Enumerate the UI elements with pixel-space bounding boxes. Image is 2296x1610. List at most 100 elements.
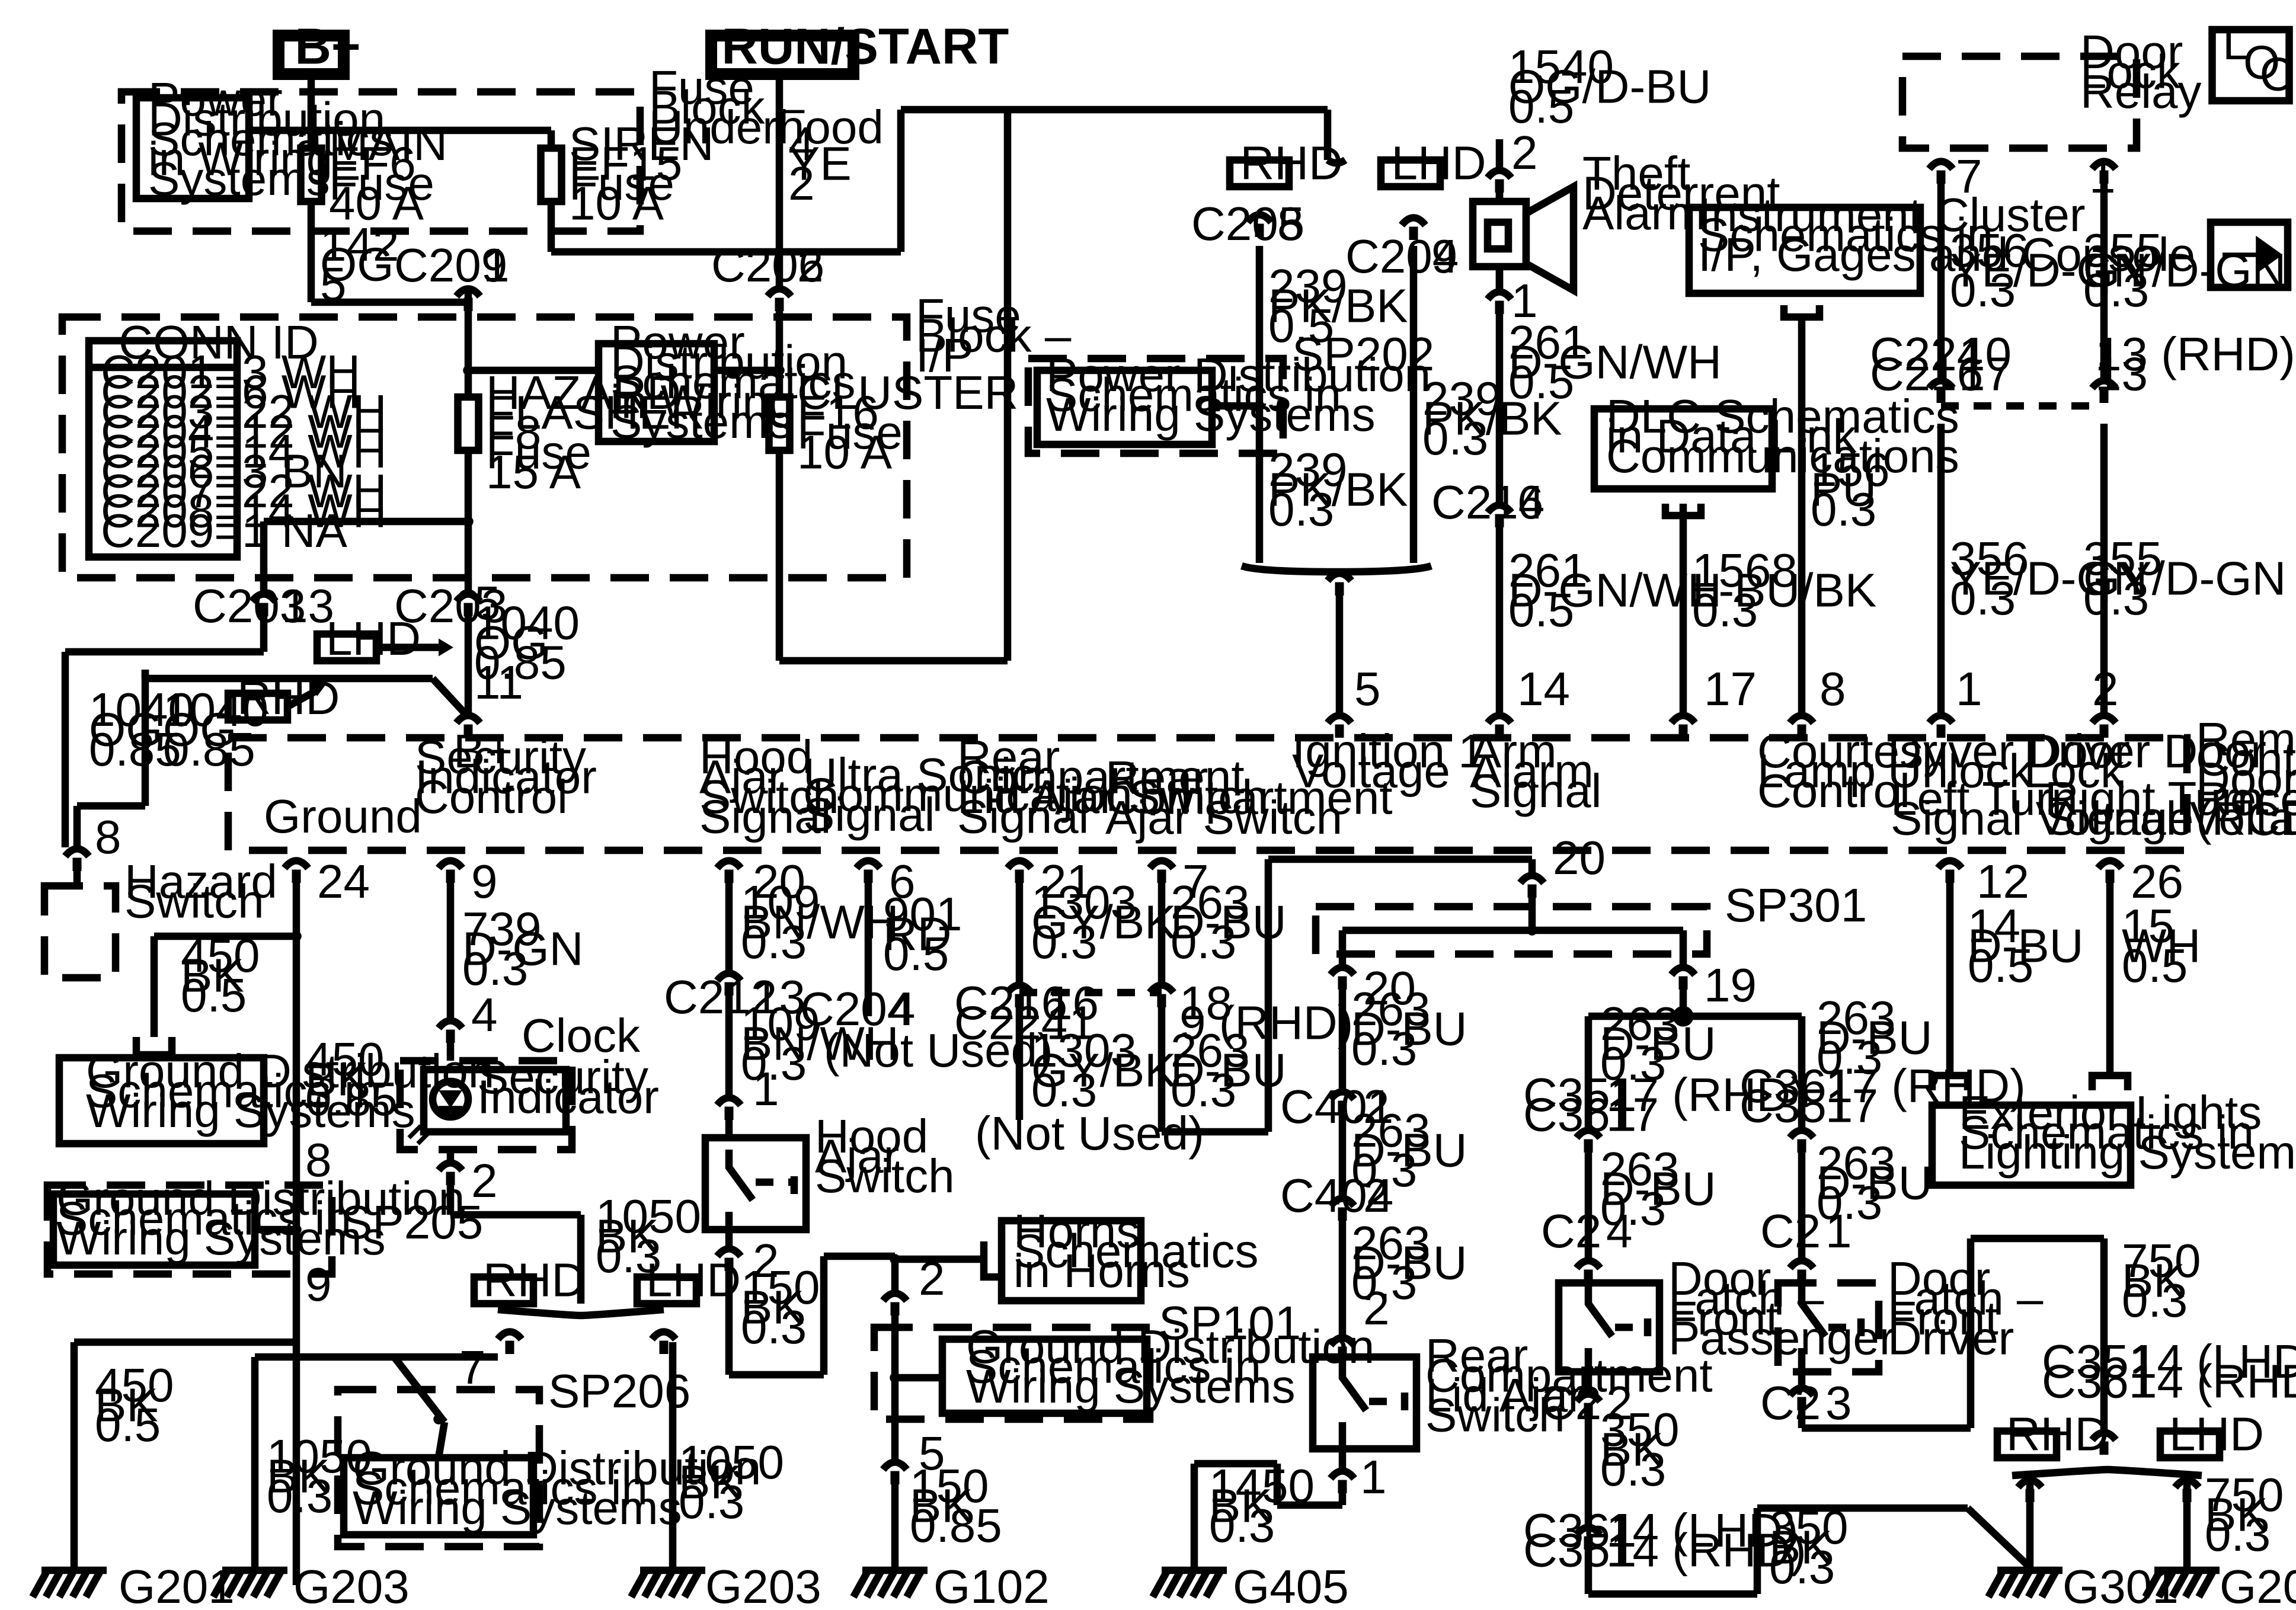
- ic-sch-box[interactable]: [1685, 203, 1924, 297]
- label-clk-4: 4: [471, 988, 498, 1041]
- connector-symbol: [880, 1458, 910, 1473]
- connector-symbol: [1328, 1195, 1357, 1209]
- connector-pin: [72, 857, 82, 871]
- connector-symbol: [2089, 158, 2119, 172]
- label-w1040b: 1040OG0.85: [163, 683, 268, 776]
- boxes: [40, 25, 2293, 1551]
- label-c224-pins2: 13 (RHD)13: [2095, 328, 2295, 401]
- label-c361-351a: C361C351: [1523, 1504, 1636, 1577]
- label-dl-fp: DoorLatch –FrontPassenger: [1668, 1252, 1895, 1365]
- label-rhd3: RHD: [483, 1254, 586, 1307]
- connector-pin: [1945, 869, 1955, 883]
- connector-symbol: [453, 285, 483, 299]
- label-p-7: 7: [1182, 855, 1209, 908]
- label-c204a-9: 9: [1431, 230, 1458, 283]
- components: [285, 125, 1865, 1449]
- label-c2b: C2: [1541, 1377, 1601, 1429]
- connector-pin: [724, 1257, 734, 1271]
- label-p-6: 6: [889, 855, 916, 908]
- horns-sch-box[interactable]: [997, 1217, 1145, 1305]
- connector-symbol: [1325, 712, 1354, 726]
- label-w1540: 1540OG/D-BU0.5: [1508, 40, 1711, 133]
- label-w109b: 109BN/WH0.3: [741, 997, 899, 1090]
- label-conn-list: C201=3 WHC202=6 WHC203=22 WHC204=12 WHC2…: [101, 345, 386, 557]
- dlc-sch-box[interactable]: [1590, 405, 1776, 493]
- label-c204b-4: 4: [889, 982, 916, 1035]
- gd4-box[interactable]: [938, 1335, 1151, 1417]
- label-w739: 739D-GN0.3: [462, 902, 583, 995]
- connector-pin: [775, 297, 784, 311]
- label-g102: G102: [933, 1560, 1050, 1610]
- label-w263i: 263D-BU0.3: [1817, 1137, 1933, 1229]
- gd2-box[interactable]: [49, 1190, 259, 1269]
- grounds: [29, 1566, 2220, 1599]
- label-dlr-1: 1: [2089, 150, 2116, 203]
- label-hazard-switch: HazardSwitch: [124, 855, 277, 928]
- ext-lights-box[interactable]: [1928, 1101, 2135, 1189]
- connector-pin: [2105, 869, 2115, 883]
- label-rl-2: 2: [1363, 1282, 1390, 1334]
- label-c2a-4: 4: [1606, 1205, 1633, 1257]
- label-c214: C214: [1431, 476, 1544, 529]
- label-ext-lights: Exterior LightsSchematics inLighting Sys…: [1959, 1086, 2296, 1179]
- label-c351b-pins: 14 (LHD)14 (RHD): [2131, 1335, 2296, 1408]
- hood-switch-contact-icon: [725, 1150, 756, 1202]
- label-pd2: PowerDistributionSchematicsin WiringSyst…: [610, 316, 855, 448]
- connector-symbol: [2089, 1429, 2119, 1443]
- pd2-box[interactable]: [594, 340, 718, 446]
- connector-pin: [1338, 1480, 1347, 1493]
- horn-icon: [1522, 180, 1578, 297]
- label-ic-sch: Instrument ClusterSchematics inI/P, Gage…: [1698, 188, 2195, 281]
- pd1-box[interactable]: [132, 94, 253, 203]
- hazard-fuse-symbol: [454, 393, 482, 454]
- label-m-2: 2: [2092, 662, 2119, 715]
- label-hazard-fuse: HAZARDFLASHERF8Fuse15 A: [486, 366, 705, 498]
- ground-icon: [1985, 1566, 2062, 1599]
- label-c2d-3: 3: [1825, 1377, 1852, 1429]
- cluster-fuse-symbol: [765, 393, 794, 454]
- loc-box[interactable]: [2208, 25, 2293, 105]
- label-w356a: 356YE/D-GN0.3: [1950, 224, 2147, 316]
- label-w1303b: 1303GY/BK0.3: [1031, 1024, 1176, 1116]
- connector-symbol: [1926, 712, 1956, 726]
- connector-symbol: [2089, 712, 2119, 726]
- connector-pin: [1495, 300, 1504, 314]
- connector-pin: [1495, 724, 1504, 738]
- connector-pin: [2182, 1489, 2192, 1502]
- label-c401-2: 2: [1363, 1080, 1390, 1133]
- connector-symbol: [62, 845, 92, 859]
- label-sp205-9: 9: [305, 1258, 332, 1311]
- siren-fuse-symbol: [537, 144, 565, 206]
- label-c205: C205: [1191, 197, 1304, 250]
- connector-symbol: [1399, 214, 1428, 228]
- door-lock-relay-box: [1898, 52, 2141, 152]
- label-sp202: SP202: [1292, 328, 1434, 380]
- label-w261a: 261D-GN/WH0.5: [1508, 316, 1722, 408]
- label-g203a: G203: [293, 1560, 410, 1610]
- label-w263g: 263D-BU0.3: [1600, 1142, 1716, 1235]
- label-w109a: 109BN/WH0.3: [741, 876, 899, 968]
- label-c206-2: 2: [797, 239, 824, 292]
- label-w1303a: 1303GY/BK0.3: [1031, 876, 1176, 968]
- gd1-box[interactable]: [55, 1054, 268, 1148]
- connector-pin: [446, 1172, 455, 1185]
- label-conn-title: CONN ID: [119, 316, 319, 369]
- lhd-box-2: [1377, 156, 1444, 191]
- door-latch-fp-box: [1555, 1279, 1664, 1376]
- rhd-box-4: [1993, 1427, 2061, 1462]
- label-fb-ip: FuseBlock –I/P: [916, 289, 1072, 382]
- connector-pin: [1338, 1346, 1347, 1360]
- connector-symbol: [1245, 211, 1274, 225]
- label-c209-1: 1: [483, 239, 510, 292]
- label-w263a: 263D-BU0.3: [1171, 876, 1287, 968]
- pd3-box[interactable]: [1033, 366, 1216, 449]
- connector-pin: [1338, 1100, 1347, 1114]
- label-dlc-sch: DLC Schematicsin Data LinkCommunications: [1606, 390, 1959, 482]
- connector-pin: [864, 869, 873, 883]
- label-fb-underhood: FuseBlock –Underhood: [649, 61, 884, 153]
- label-gd1: Ground DistributionSchematics inWiring S…: [86, 1045, 494, 1137]
- label-w450c: 450BK0.5: [95, 1359, 174, 1451]
- connector-pin: [463, 603, 473, 616]
- label-p-24: 24: [317, 855, 370, 908]
- connector-pin: [1936, 389, 1946, 403]
